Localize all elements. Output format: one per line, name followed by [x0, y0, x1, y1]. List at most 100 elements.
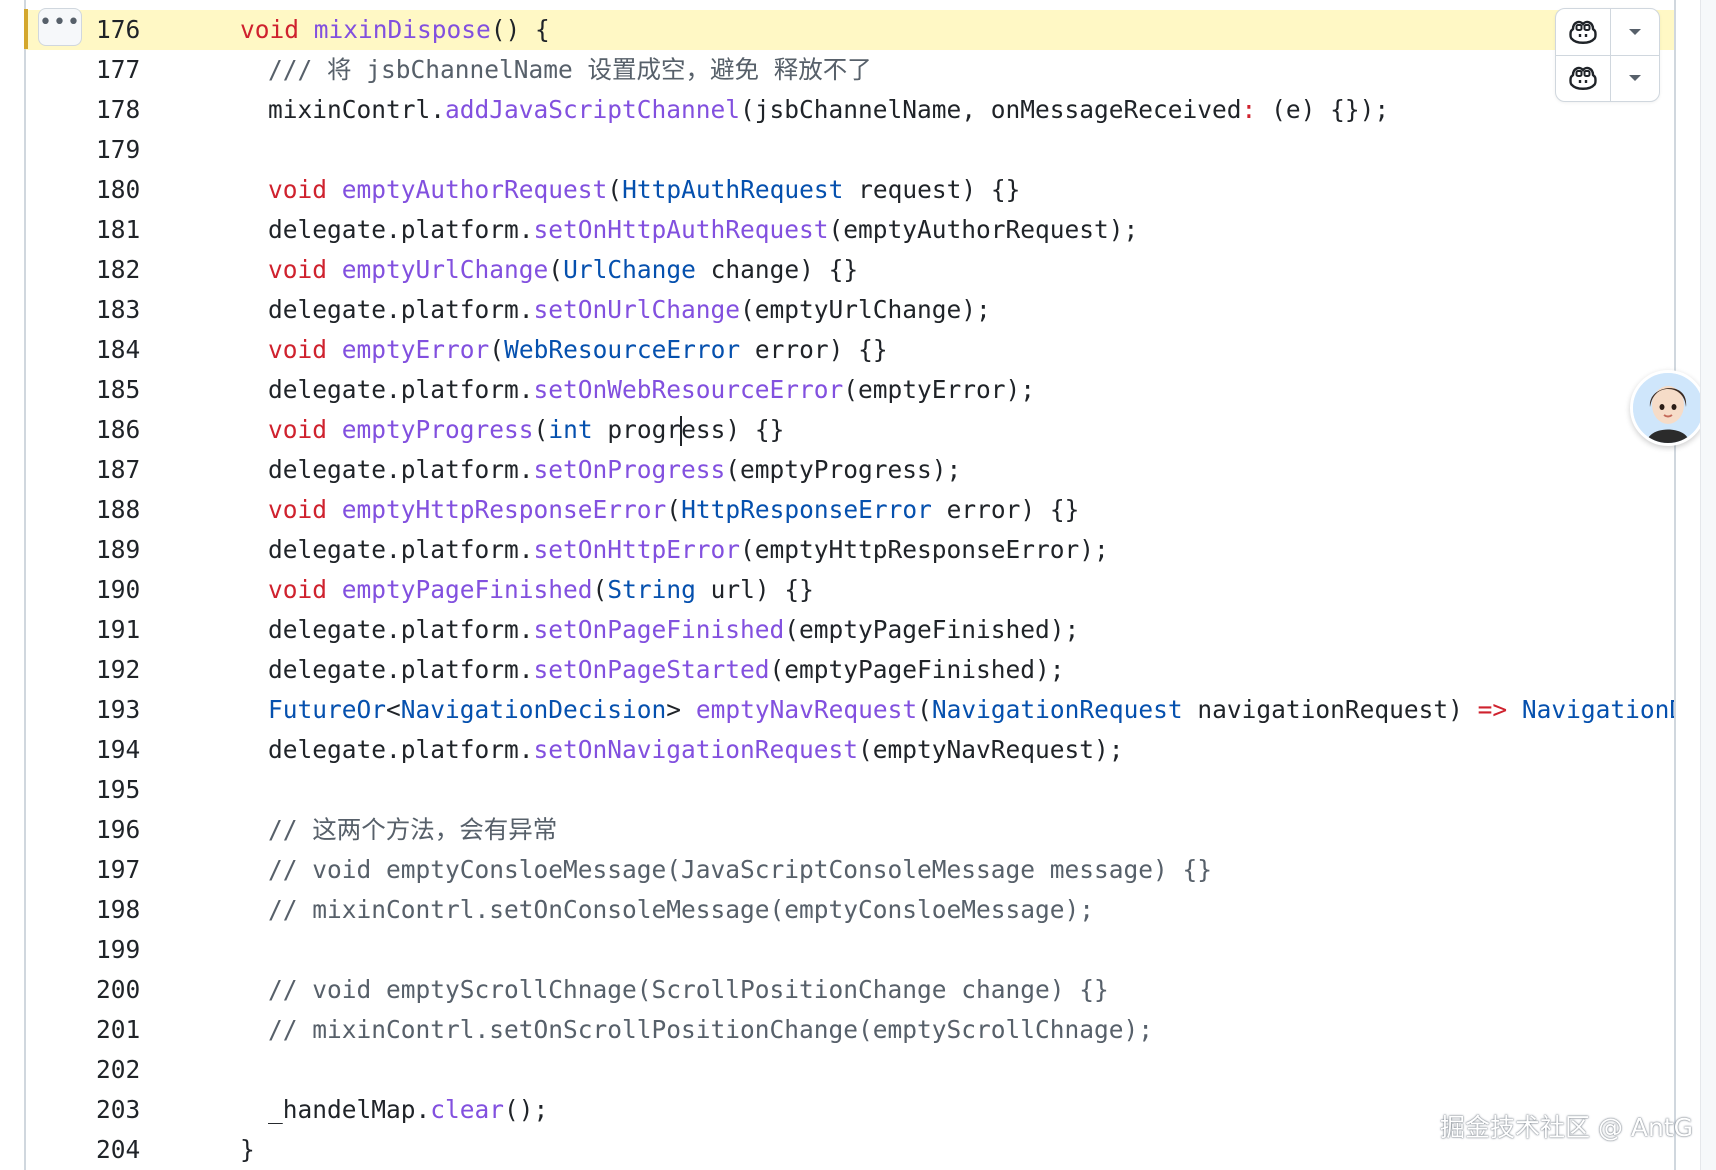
code-line[interactable]: 179	[26, 130, 1674, 170]
copilot-row-2	[1556, 55, 1659, 101]
code-token: String	[607, 575, 696, 604]
code-line[interactable]: 200// void emptyScrollChnage(ScrollPosit…	[26, 970, 1674, 1010]
line-number[interactable]: 189	[96, 535, 141, 564]
code-line[interactable]: 178 mixinContrl.addJavaScriptChannel(jsbC…	[26, 90, 1674, 130]
line-number[interactable]: 191	[96, 615, 141, 644]
line-number[interactable]: 187	[96, 455, 141, 484]
line-number[interactable]: 199	[96, 935, 141, 964]
line-number[interactable]: 183	[96, 295, 141, 324]
code-token	[299, 15, 314, 44]
code-line[interactable]: 181 delegate.platform.setOnHttpAuthReques…	[26, 210, 1674, 250]
line-number[interactable]: 179	[96, 135, 141, 164]
code-token: emptyError	[341, 335, 490, 364]
code-token: // mixinContrl.setOnScrollPositionChange…	[268, 1015, 1154, 1044]
line-number[interactable]: 201	[96, 1015, 141, 1044]
line-number[interactable]: 176	[96, 15, 141, 44]
line-number[interactable]: 190	[96, 575, 141, 604]
code-token	[327, 415, 342, 444]
code-line[interactable]: 201 // mixinContrl.setOnScrollPositionCha…	[26, 1010, 1674, 1050]
code-line[interactable]: 196// 这两个方法，会有异常	[26, 810, 1674, 850]
code-token: url) {}	[695, 575, 814, 604]
line-code: delegate.platform.setOnHttpError(emptyHt…	[240, 530, 1109, 570]
code-line[interactable]: 202	[26, 1050, 1674, 1090]
line-number[interactable]: 194	[96, 735, 141, 764]
line-number[interactable]: 193	[96, 695, 141, 724]
code-token: // void emptyConsloeMessage(JavaScriptCo…	[268, 855, 1213, 884]
code-line[interactable]: 199	[26, 930, 1674, 970]
caret-down-icon[interactable]	[1610, 9, 1660, 55]
code-line[interactable]: 189 delegate.platform.setOnHttpError(empt…	[26, 530, 1674, 570]
line-number[interactable]: 202	[96, 1055, 141, 1084]
code-token: setOnUrlChange	[533, 295, 741, 324]
code-token: ();	[504, 1095, 549, 1124]
code-token: NavigationDec	[1521, 695, 1674, 724]
code-token: progr	[592, 415, 682, 444]
line-number[interactable]: 197	[96, 855, 141, 884]
line-code: mixinContrl.addJavaScriptChannel(jsbChan…	[240, 90, 1389, 130]
copilot-icon[interactable]	[1556, 55, 1611, 101]
code-token: _handelMap.	[268, 1095, 431, 1124]
copilot-icon[interactable]	[1556, 9, 1611, 55]
code-token: delegate.platform.	[268, 615, 534, 644]
line-number[interactable]: 200	[96, 975, 141, 1004]
code-line[interactable]: 198 // mixinContrl.setOnConsoleMessage(em…	[26, 890, 1674, 930]
line-code: delegate.platform.setOnPageFinished(empt…	[240, 610, 1079, 650]
line-number[interactable]: 186	[96, 415, 141, 444]
user-avatar-icon[interactable]	[1630, 370, 1706, 446]
line-number[interactable]: 177	[96, 55, 141, 84]
code-token: delegate.platform.	[268, 455, 534, 484]
line-number[interactable]: 181	[96, 215, 141, 244]
code-line[interactable]: 195	[26, 770, 1674, 810]
code-line[interactable]: 197 // void emptyConsloeMessage(JavaScrip…	[26, 850, 1674, 890]
line-number[interactable]: 180	[96, 175, 141, 204]
line-number[interactable]: 178	[96, 95, 141, 124]
code-token: int	[548, 415, 593, 444]
code-token: setOnPageFinished	[533, 615, 785, 644]
line-number[interactable]: 182	[96, 255, 141, 284]
code-token: delegate.platform.	[268, 215, 534, 244]
scrollbar-track[interactable]	[1700, 0, 1716, 1170]
copilot-row-1	[1556, 9, 1659, 56]
line-number[interactable]: 203	[96, 1095, 141, 1124]
code-token: void	[268, 255, 328, 284]
line-code: delegate.platform.setOnHttpAuthRequest(e…	[240, 210, 1138, 250]
code-token: delegate.platform.	[268, 735, 534, 764]
line-number[interactable]: 195	[96, 775, 141, 804]
code-token: >	[666, 695, 696, 724]
code-token	[327, 335, 342, 364]
line-number[interactable]: 188	[96, 495, 141, 524]
line-number[interactable]: 192	[96, 655, 141, 684]
line-number[interactable]: 196	[96, 815, 141, 844]
line-number[interactable]: 204	[96, 1135, 141, 1164]
code-line[interactable]: 186 void emptyProgress(int progress) {}	[26, 410, 1674, 450]
line-actions-button[interactable]: •••	[38, 8, 82, 46]
code-token: UrlChange	[563, 255, 696, 284]
code-line[interactable]: 191 delegate.platform.setOnPageFinished(e…	[26, 610, 1674, 650]
line-code: void emptyProgress(int progress) {}	[240, 410, 784, 450]
line-number[interactable]: 184	[96, 335, 141, 364]
code-line[interactable]: 204}	[26, 1130, 1674, 1170]
line-number[interactable]: 185	[96, 375, 141, 404]
caret-down-icon[interactable]	[1610, 55, 1660, 101]
code-token: // mixinContrl.setOnConsoleMessage(empty…	[268, 895, 1095, 924]
code-line[interactable]: 177/// 将 jsbChannelName 设置成空，避免 释放不了	[26, 50, 1674, 90]
code-token: void	[268, 575, 328, 604]
code-line[interactable]: 203_handelMap.clear();	[26, 1090, 1674, 1130]
code-token: FutureOr	[268, 695, 387, 724]
line-number[interactable]: 198	[96, 895, 141, 924]
line-highlight-marker	[24, 9, 28, 49]
